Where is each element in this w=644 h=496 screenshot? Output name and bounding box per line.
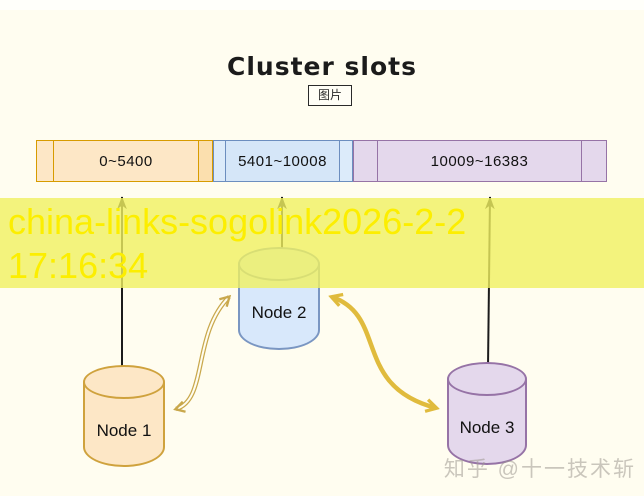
watermark-line-2: 17:16:34	[8, 245, 149, 286]
cylinder-top	[83, 365, 165, 399]
node-1-cylinder: Node 1	[83, 365, 165, 467]
slot-range-label: 0~5400	[99, 152, 153, 170]
node1-node2-link-arrow	[173, 294, 232, 413]
slot-segment-cap	[198, 141, 212, 181]
cylinder-top	[447, 362, 527, 396]
node-label: Node 3	[459, 418, 515, 437]
slot-segment-10009-16383: 10009~16383	[353, 140, 607, 182]
slot-segment-cap	[581, 141, 606, 181]
image-badge-wrap: 图片	[0, 85, 644, 106]
top-strip	[0, 0, 644, 10]
node-label: Node 1	[96, 421, 152, 440]
node-label: Node 2	[251, 303, 307, 322]
slot-range-label: 5401~10008	[238, 152, 327, 170]
zhihu-watermark: 知乎 @十一技术斩	[443, 458, 636, 481]
slot-segment-0-5400: 0~5400	[36, 140, 213, 182]
slot-segment-cap	[354, 141, 378, 181]
slot-range-label: 10009~16383	[430, 152, 529, 170]
image-badge: 图片	[307, 85, 352, 106]
page-title: Cluster slots	[227, 52, 417, 81]
slot-segment-cap	[37, 141, 54, 181]
watermark-line-1: china-links-sogolink2026-2-2	[8, 201, 467, 242]
slot-segment-cap	[339, 141, 352, 181]
watermark-band: china-links-sogolink2026-2-2 17:16:34	[0, 198, 644, 288]
slot-segment-cap	[214, 141, 226, 181]
node2-node3-link-arrow	[332, 297, 436, 408]
slot-segment-5401-10008: 5401~10008	[213, 140, 353, 182]
node-3-cylinder: Node 3	[447, 362, 527, 465]
